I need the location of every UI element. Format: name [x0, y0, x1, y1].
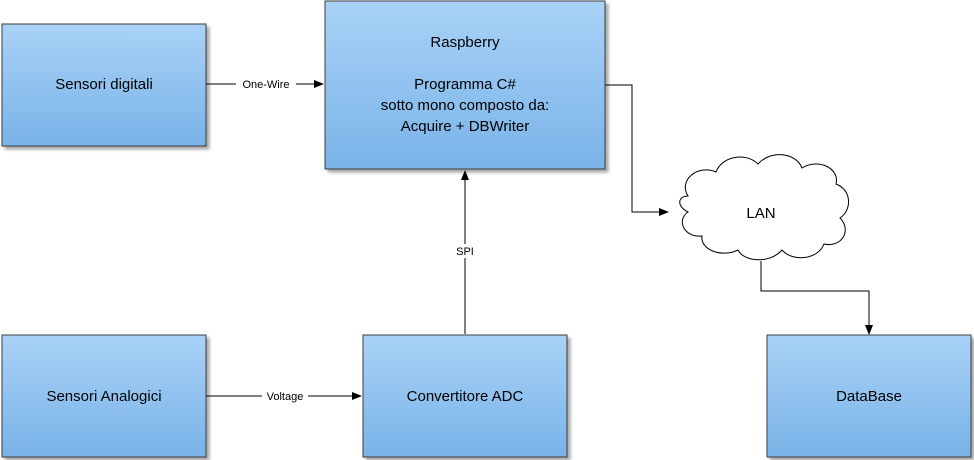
raspberry-line-3: Acquire + DBWriter: [401, 118, 530, 135]
voltage-label-bg: [262, 389, 308, 403]
one-wire-label-bg: [236, 77, 296, 91]
lan-cloud-shape: [679, 154, 849, 261]
sensori-digitali-label: Sensori digitali: [55, 76, 153, 93]
sensori-digitali-box: [1, 23, 207, 147]
raspberry-title: Raspberry: [430, 34, 500, 51]
node-sensori-digitali: Sensori digitali: [1, 23, 207, 147]
sensori-analogici-box: [1, 334, 207, 458]
spi-label-bg: [453, 244, 477, 258]
node-lan: LAN: [679, 154, 849, 261]
node-sensori-analogici: Sensori Analogici: [1, 334, 207, 458]
raspberry-line-2: sotto mono composto da:: [381, 97, 549, 114]
edge-raspberry-to-lan: [605, 84, 669, 216]
spi-label: SPI: [456, 246, 474, 258]
database-label: DataBase: [836, 388, 902, 405]
node-database: DataBase: [766, 334, 972, 458]
lan-label: LAN: [746, 205, 775, 222]
edge-one-wire: One-Wire: [206, 77, 324, 91]
node-convertitore-adc: Convertitore ADC: [362, 334, 568, 458]
node-raspberry: Raspberry Programma C# sotto mono compos…: [324, 0, 606, 170]
database-box: [766, 334, 972, 458]
raspberry-box: [324, 0, 606, 170]
raspberry-line-1: Programma C#: [414, 76, 516, 93]
edge-voltage: Voltage: [206, 389, 362, 403]
voltage-label: Voltage: [267, 391, 304, 403]
one-wire-label: One-Wire: [242, 79, 289, 91]
sensori-analogici-label: Sensori Analogici: [46, 388, 161, 405]
edge-lan-to-database: [760, 261, 873, 335]
convertitore-adc-label: Convertitore ADC: [407, 388, 524, 405]
edge-spi: SPI: [453, 170, 477, 334]
convertitore-adc-box: [362, 334, 568, 458]
